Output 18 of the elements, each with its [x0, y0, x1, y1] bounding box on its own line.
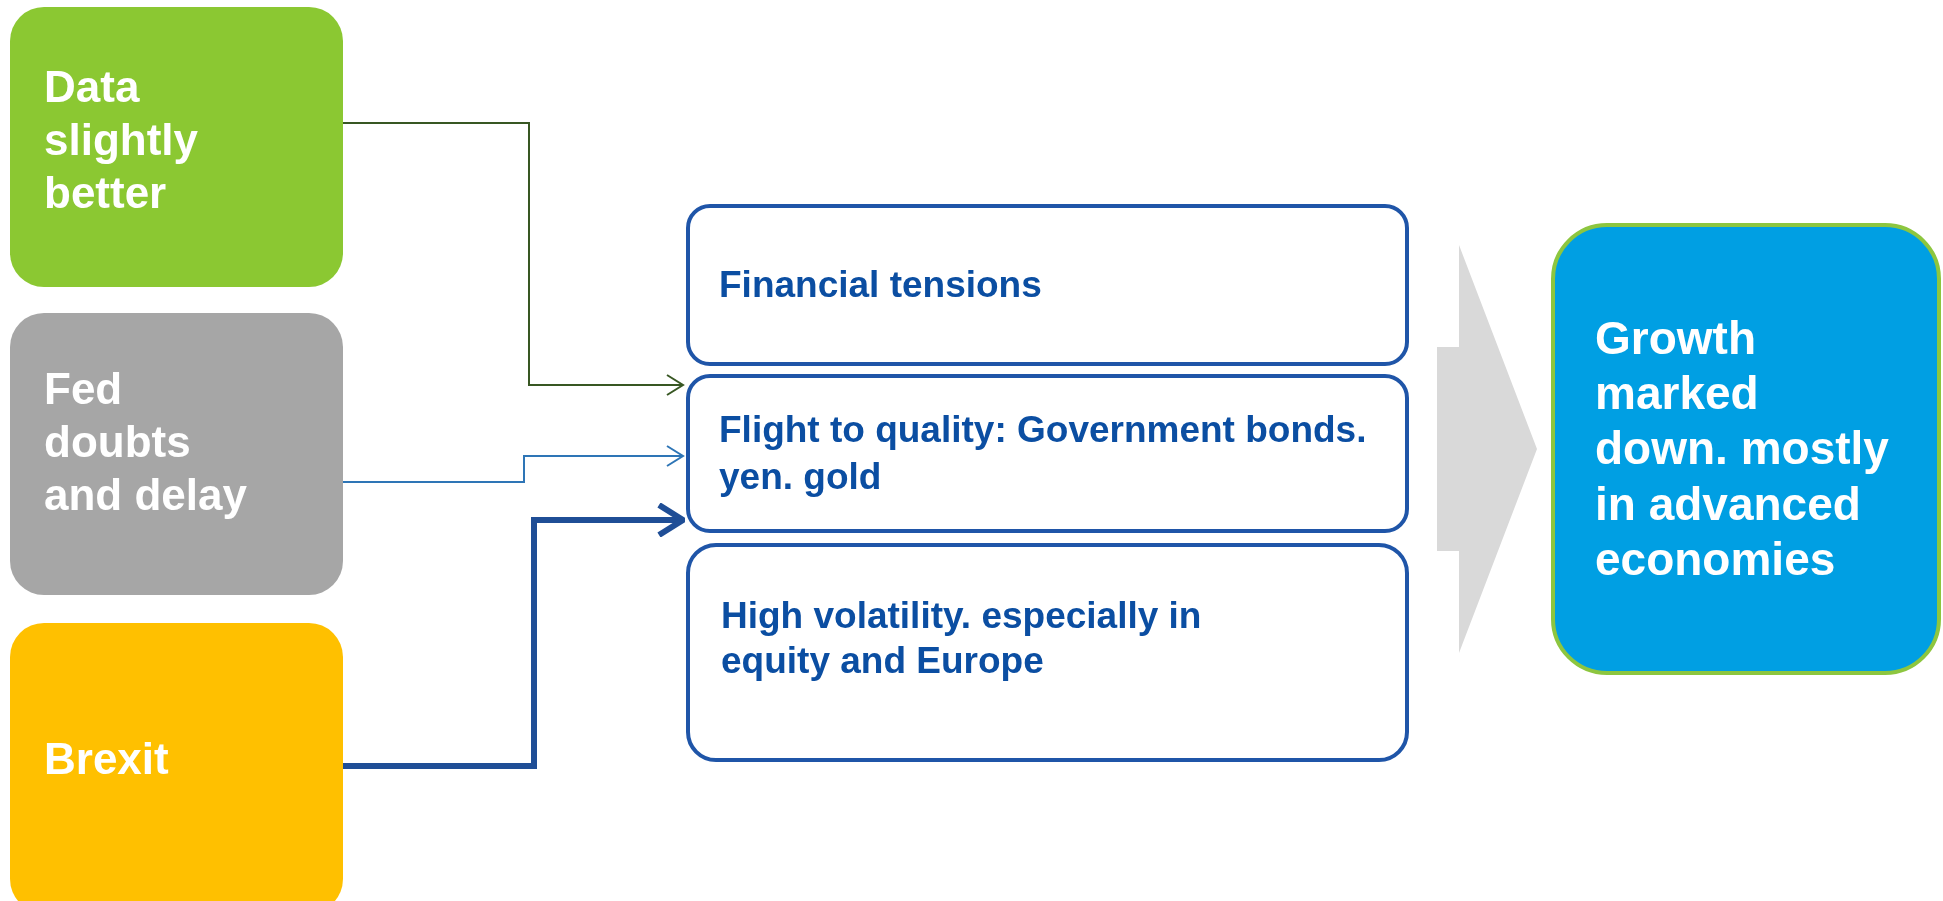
arrow: [342, 445, 684, 483]
box-text: Financial tensions: [719, 262, 1042, 307]
box-text: High volatility. especially in equity and Europe: [721, 594, 1203, 683]
arrow: [343, 502, 686, 769]
box-text: Data slightly better: [44, 61, 200, 219]
effect-box: [686, 204, 1409, 366]
outcome-box: [1551, 223, 1941, 675]
factor-box: [10, 623, 343, 901]
factor-box: [10, 7, 343, 287]
factor-box: [10, 313, 343, 595]
block-arrow: [1437, 245, 1537, 653]
effect-box: [686, 374, 1409, 533]
box-text: Growth marked down. mostly in advanced economies: [1595, 311, 1890, 587]
box-text: Brexit: [44, 733, 169, 785]
effect-box: [686, 543, 1409, 762]
box-text: Fed doubts and delay: [44, 363, 248, 521]
arrow: [342, 122, 684, 396]
box-text: Flight to quality: Government bonds. yen. gold: [719, 408, 1368, 499]
